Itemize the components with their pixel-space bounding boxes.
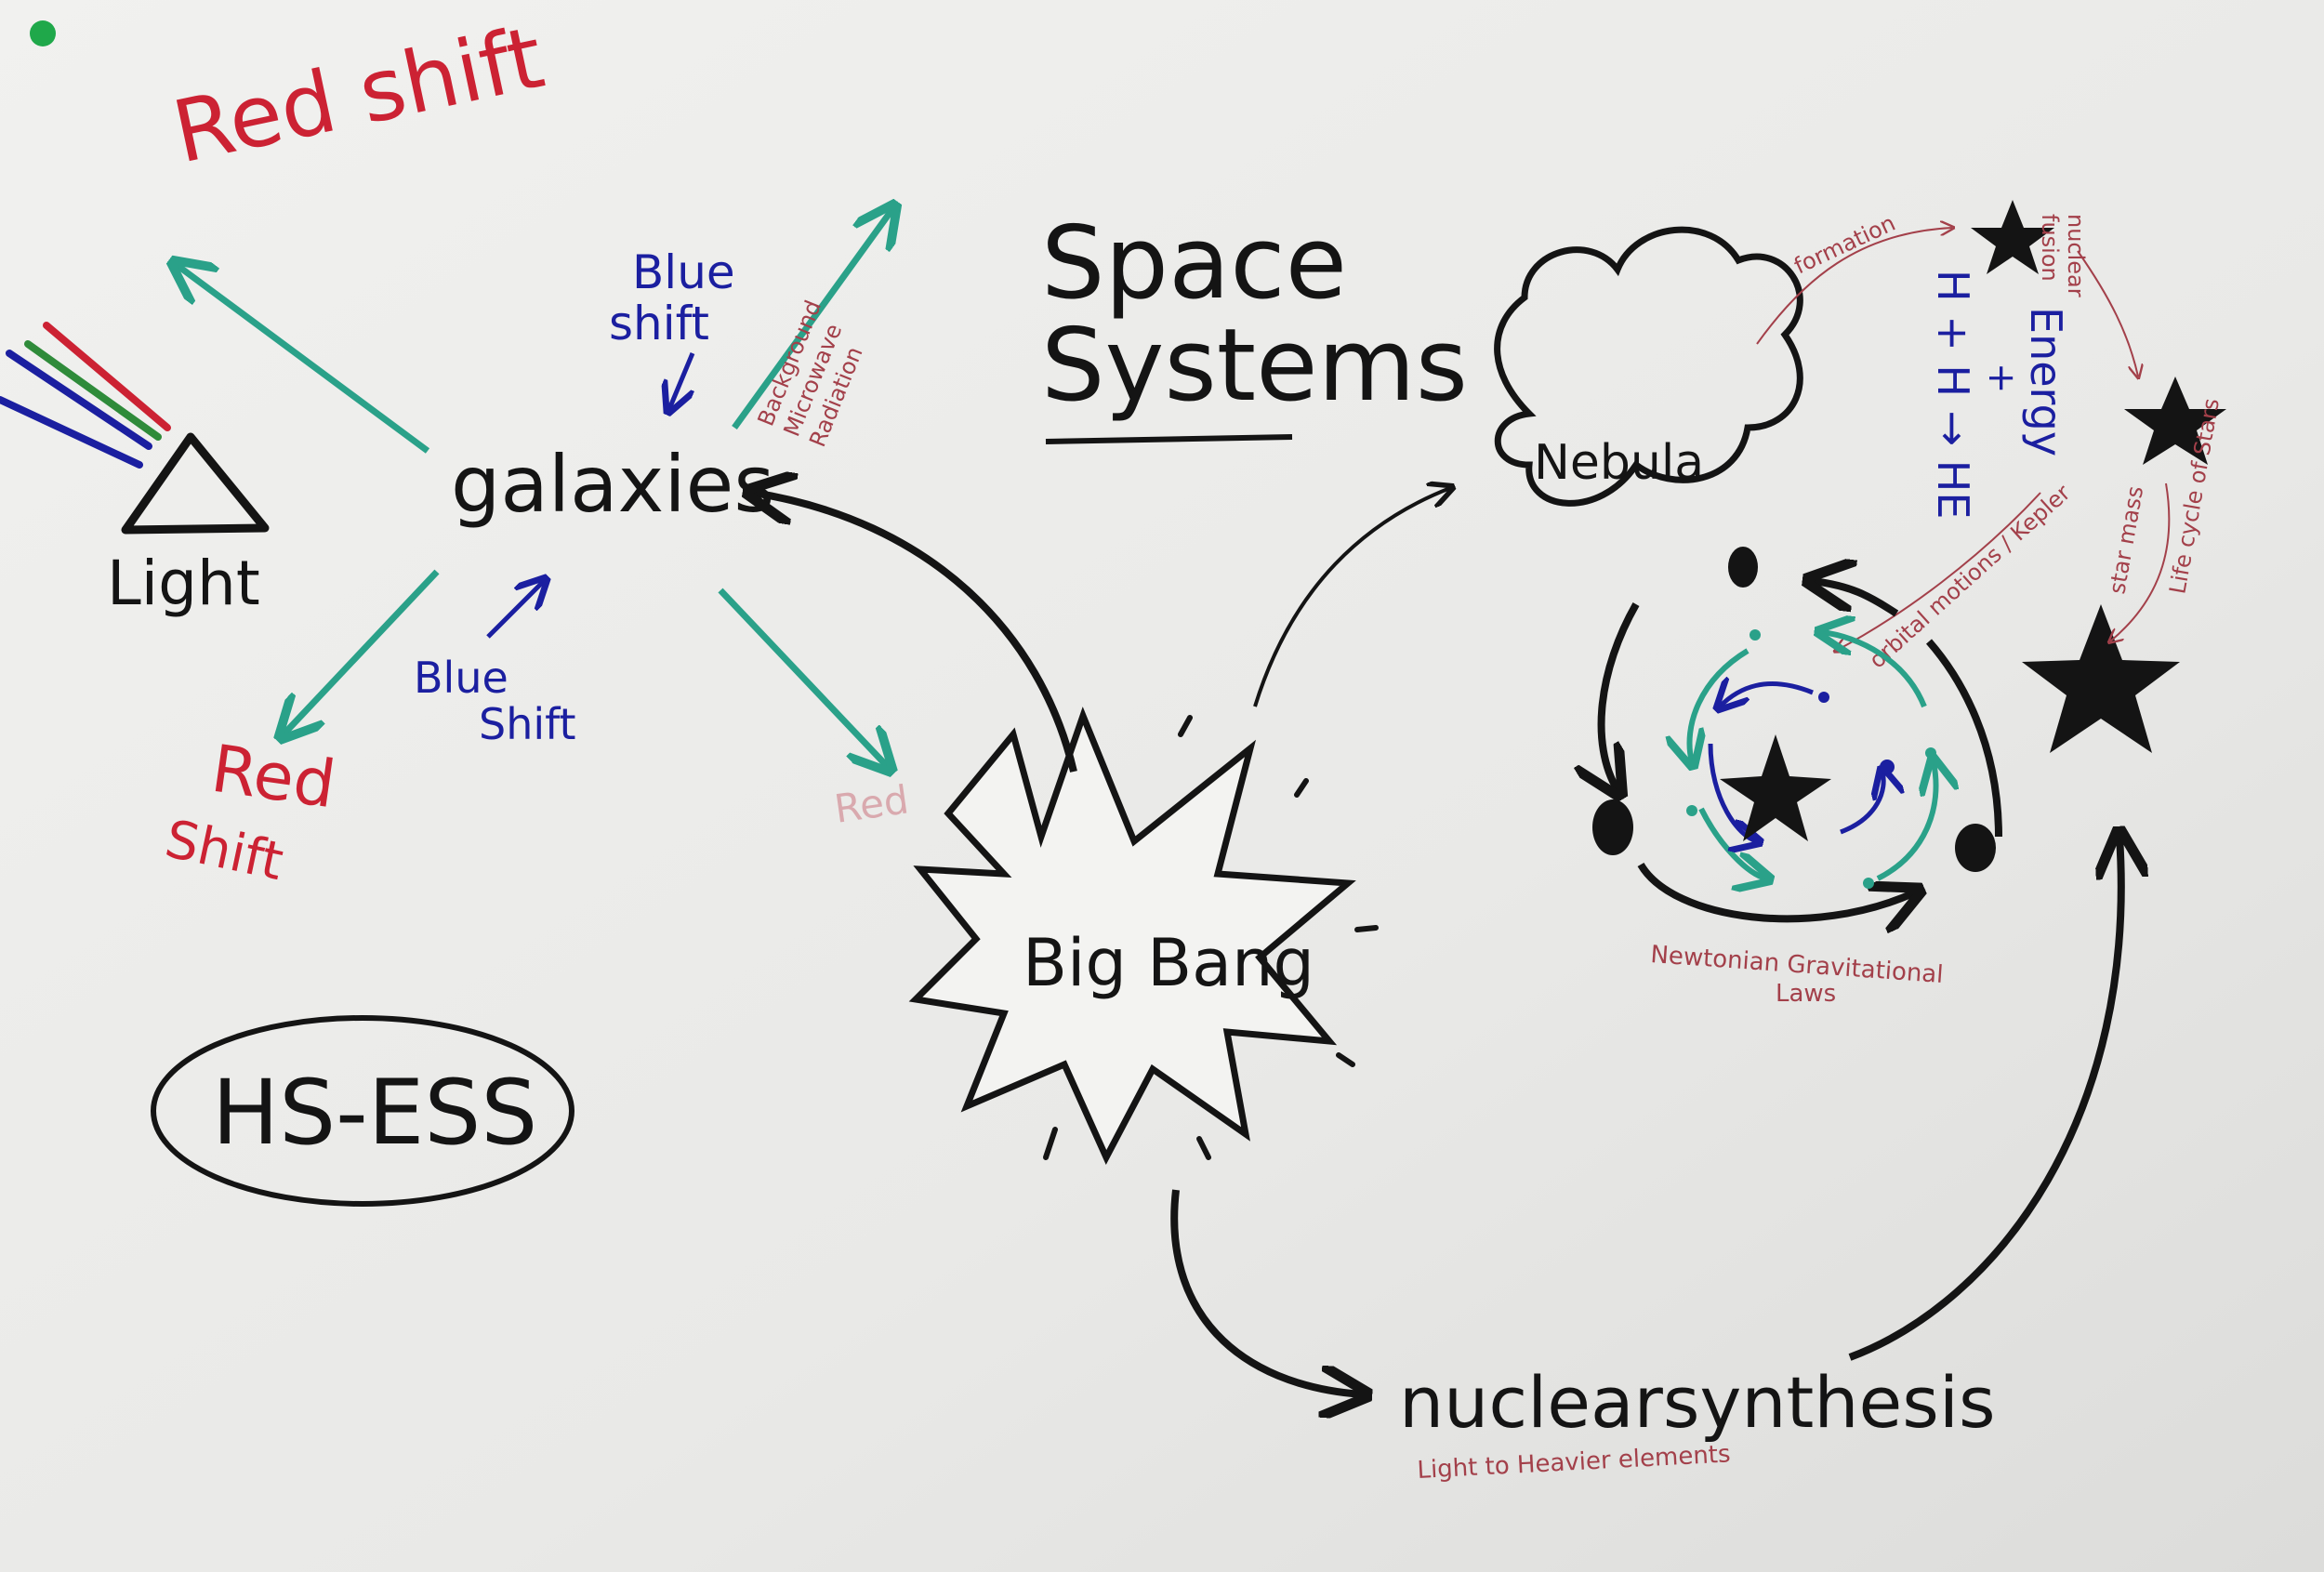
arrow-formation [1756,228,1952,345]
red-small-label: Red [832,776,912,832]
arrow-life-cycle [2110,482,2171,641]
svg-text:H + H → HE: H + H → HE [1928,270,1978,519]
arrow-fusion [2077,250,2138,376]
svg-text:+: + [1980,363,2023,394]
blue-shift-top-label-1: Blue [632,245,735,299]
fusion-equation: H + H → HE + Energy [1928,270,2071,519]
nuclear-fusion-label: nuclear fusion [2037,214,2089,297]
svg-text:Energy: Energy [2021,307,2071,456]
title-line-1: Space [1041,205,1347,322]
push-pin-icon [30,20,56,46]
nucleosynthesis-label: nuclearsynthesis [1399,1361,1996,1444]
prism-triangle-icon [121,432,270,535]
arrow-bigbang-to-nucleosynthesis [1170,1189,1362,1394]
teal-arrow-to-top-left [177,265,430,454]
teal-arrow-to-bottom-left [284,569,440,734]
nebula-cloud-icon [1494,226,1803,507]
arrow-bigbang-to-nebula [1253,488,1450,707]
galaxies-label: galaxies [451,439,774,530]
blue-arrow-low [486,581,544,639]
title-underline [1045,434,1293,444]
arrow-bigbang-to-galaxies [753,493,1077,773]
star-mid-icon [2124,376,2226,465]
big-bang-spark-lines [1043,715,1379,1160]
blue-shift-top-label-2: shift [609,297,709,350]
red-shift-low-label-1: Red [207,731,340,824]
light-label: Light [107,548,260,619]
blue-shift-low-label-1: Blue [414,653,508,703]
newtonian-label-2: Laws [1776,980,1836,1008]
arrow-orbital [1836,492,2041,651]
svg-text:fusion: fusion [2037,214,2063,282]
teal-arrow-to-top-right [732,209,892,430]
svg-text:nuclear: nuclear [2063,214,2089,297]
big-bang-burst-icon [908,707,1356,1165]
arrow-nucleosynthesis-to-stars [1848,837,2121,1361]
large-star-icon [2022,604,2180,753]
orbital-system [1592,547,2002,918]
hs-ess-ellipse [151,1015,574,1207]
hs-ess-label: HS-ESS [212,1061,537,1165]
light-rays [0,322,171,469]
big-bang-label: Big Bang [1023,925,1314,1001]
nebula-label: Nebula [1534,435,1704,491]
title-line-2: Systems [1041,308,1468,424]
blue-shift-low-label-2: Shift [479,699,576,749]
small-star-top-icon [1971,200,2054,274]
teal-arrow-to-bottom-right [718,588,888,767]
blue-arrow-top [669,352,695,409]
